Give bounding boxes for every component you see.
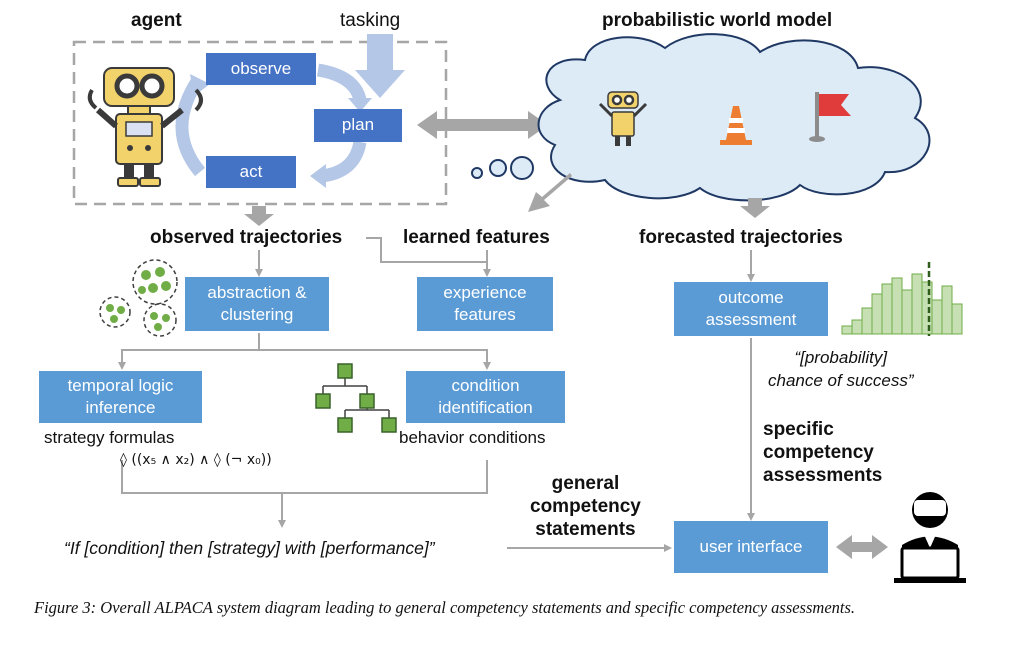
figure-caption: Figure 3: Overall ALPACA system diagram …	[34, 598, 856, 617]
observed-trajectories-label: observed trajectories	[150, 227, 343, 248]
loop-arrow-observe-to-plan	[316, 63, 367, 102]
robot-icon	[87, 67, 203, 187]
formula-label: ◊ ((x₅ ∧ x₂) ∧ ◊ (¬ x₀))	[120, 452, 272, 468]
specific-competency-label: specific competency assessments	[763, 419, 882, 487]
loop-arrow-plan-to-act	[320, 140, 367, 183]
histogram-bar	[861, 307, 873, 335]
general-line2: competency	[530, 495, 641, 517]
general-line3: statements	[535, 518, 636, 540]
flag-icon	[809, 92, 851, 142]
behavior-conditions-label: behavior conditions	[399, 428, 546, 447]
ui-user-double-arrow	[836, 535, 888, 559]
outcome-assessment-box: outcome assessment	[674, 282, 828, 336]
histogram-bar	[881, 283, 893, 335]
robot-icon-small	[598, 91, 648, 146]
agent-down-arrow	[244, 206, 274, 226]
tree-icon	[315, 363, 397, 433]
thought-bubble-icon	[510, 156, 534, 180]
tasking-arrow	[355, 34, 405, 98]
specific-line1: specific	[763, 419, 834, 440]
forecasted-trajectories-label: forecasted trajectories	[639, 227, 843, 248]
temporal-line1: temporal logic	[67, 375, 174, 395]
outcome-line1: outcome	[718, 287, 784, 307]
loop-arrow-act-to-observe	[175, 76, 206, 177]
plan-box: plan	[314, 109, 402, 142]
condition-line2: identification	[438, 398, 533, 417]
act-box: act	[206, 156, 296, 188]
abstraction-line2: clustering	[220, 305, 294, 324]
cloud-down-arrow	[740, 198, 770, 218]
histogram-icon	[841, 262, 963, 336]
histogram-bar	[941, 285, 953, 335]
connectors	[118, 237, 755, 552]
probability-line2: chance of success”	[768, 370, 914, 390]
histogram-bar	[841, 325, 853, 335]
statement-template: “If [condition] then [strategy] with [pe…	[64, 538, 435, 558]
general-competency-label: general competency statements	[530, 473, 641, 541]
learned-features-label: learned features	[403, 227, 550, 248]
observe-box: observe	[206, 53, 316, 85]
agent-title: agent	[131, 10, 182, 31]
abstraction-line1: abstraction &	[207, 282, 307, 302]
histogram-bar	[891, 277, 903, 335]
abstraction-clustering-box: abstraction & clustering	[185, 277, 329, 331]
condition-identification-box: condition identification	[406, 371, 565, 423]
histogram-bar	[871, 293, 883, 335]
agent-world-double-arrow	[417, 111, 548, 139]
experience-line1: experience	[443, 282, 527, 302]
histogram-bar	[931, 299, 943, 335]
experience-line2: features	[454, 305, 516, 324]
specific-line2: competency	[763, 441, 874, 463]
temporal-line2: inference	[85, 398, 156, 417]
user-interface-box: user interface	[674, 521, 828, 573]
traffic-cone-icon	[720, 106, 752, 145]
strategy-formulas-label: strategy formulas	[44, 428, 175, 447]
cloud-to-features-arrow	[528, 173, 572, 212]
user-at-laptop-icon	[894, 492, 966, 583]
specific-line3: assessments	[763, 464, 883, 486]
world-model-title: probabilistic world model	[602, 10, 833, 31]
tasking-label: tasking	[340, 10, 401, 31]
temporal-logic-box: temporal logic inference	[39, 371, 202, 423]
outcome-line2: assessment	[705, 310, 797, 329]
probability-quote: “[probability] chance of success”	[768, 347, 914, 393]
cluster-icon	[99, 259, 178, 337]
experience-features-box: experience features	[417, 277, 553, 331]
histogram-bar	[911, 273, 923, 335]
histogram-bar	[951, 303, 963, 335]
histogram-bar	[851, 319, 863, 335]
histogram-bar	[901, 289, 913, 335]
general-line1: general	[551, 473, 620, 494]
condition-line1: condition	[451, 375, 520, 395]
probability-line1: “[probability]	[794, 348, 888, 367]
histogram-bar	[921, 281, 933, 335]
